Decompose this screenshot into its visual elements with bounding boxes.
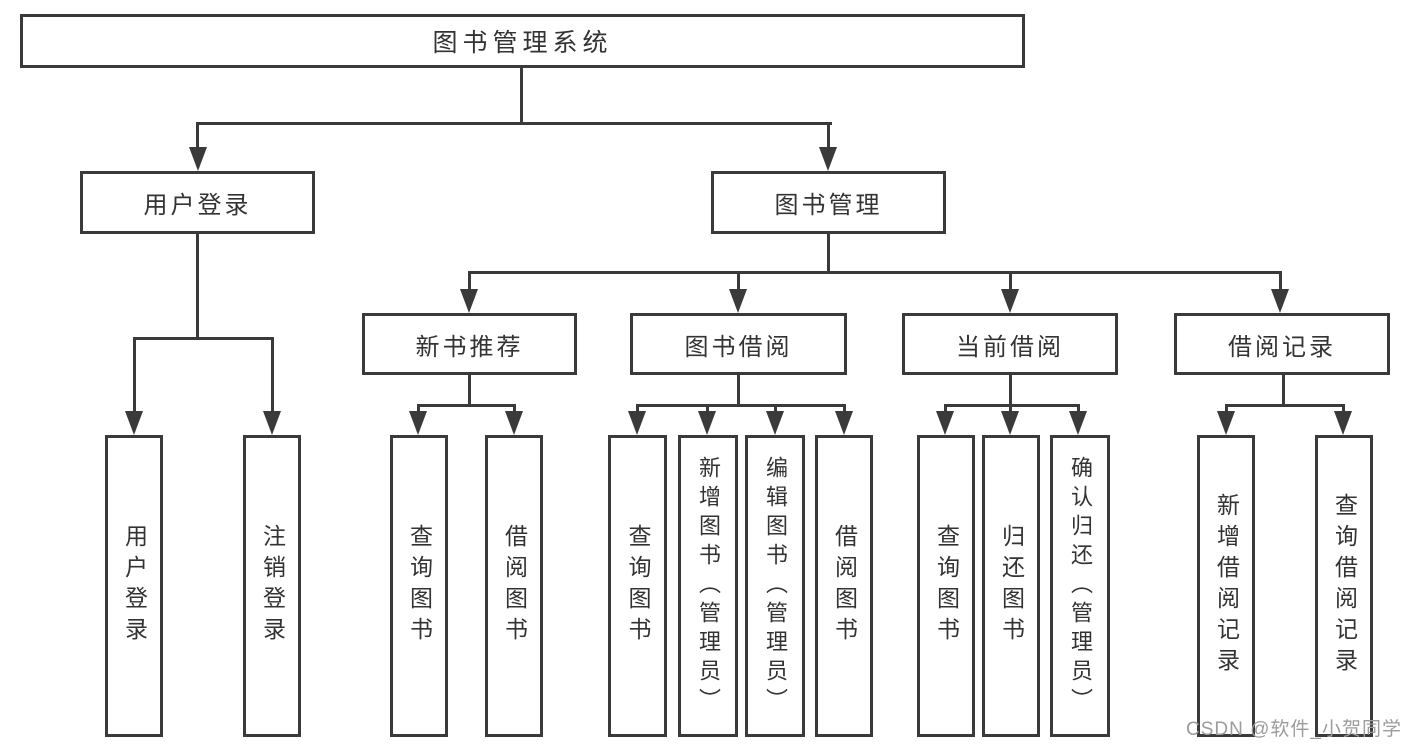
arrow-down-icon bbox=[1001, 411, 1019, 435]
leaf-edit-book-admin: 编辑图书（管理员） bbox=[745, 435, 805, 737]
connector-book-mgmt-stem bbox=[827, 234, 830, 271]
connector-drop bbox=[774, 404, 777, 414]
arrow-down-icon bbox=[819, 147, 837, 171]
node-new-book-recommend: 新书推荐 bbox=[362, 313, 577, 375]
connector-drop bbox=[706, 404, 709, 414]
arrow-down-icon bbox=[125, 411, 143, 435]
connector-drop-book-borrow bbox=[737, 271, 740, 291]
connector-user-login-rail bbox=[133, 337, 274, 340]
connector-borrow-records-stem bbox=[1282, 375, 1285, 404]
connector-book-borrow-stem bbox=[737, 375, 740, 404]
connector-drop bbox=[1077, 404, 1080, 414]
node-book-borrow: 图书借阅 bbox=[630, 313, 847, 375]
connector-drop-leaf-logout bbox=[271, 337, 274, 413]
arrow-down-icon bbox=[936, 411, 954, 435]
node-borrow-records: 借阅记录 bbox=[1174, 313, 1390, 375]
connector-drop-borrow-records bbox=[1279, 271, 1282, 291]
connector-drop bbox=[513, 404, 516, 414]
arrow-down-icon bbox=[1271, 289, 1289, 313]
connector-drop bbox=[1342, 404, 1345, 414]
leaf-label: 查询图书 bbox=[406, 524, 433, 648]
connector-drop bbox=[1225, 404, 1228, 414]
arrow-down-icon bbox=[460, 289, 478, 313]
connector-user-login-stem bbox=[196, 234, 199, 337]
arrow-down-icon bbox=[1334, 411, 1352, 435]
connector-drop-current-borrow bbox=[1009, 271, 1012, 291]
node-user-login: 用户登录 bbox=[80, 171, 315, 234]
connector-new-book-rec-stem bbox=[468, 375, 471, 404]
leaf-label: 查询借阅记录 bbox=[1331, 493, 1358, 679]
arrow-down-icon bbox=[505, 411, 523, 435]
leaf-borrow-book-recommend: 借阅图书 bbox=[485, 435, 543, 737]
connector-drop-user-login bbox=[196, 122, 199, 150]
arrow-down-icon bbox=[628, 411, 646, 435]
connector-drop bbox=[1009, 404, 1012, 414]
connector-root-stem bbox=[520, 68, 523, 122]
connector-drop bbox=[636, 404, 639, 414]
leaf-add-book-admin: 新增图书（管理员） bbox=[678, 435, 738, 737]
leaf-query-book-current: 查询图书 bbox=[917, 435, 975, 737]
leaf-label: 借阅图书 bbox=[831, 524, 858, 648]
connector-current-borrow-stem bbox=[1009, 375, 1012, 404]
arrow-down-icon bbox=[1217, 411, 1235, 435]
leaf-user-login: 用户登录 bbox=[105, 435, 163, 737]
leaf-label: 查询图书 bbox=[625, 524, 651, 648]
arrow-down-icon bbox=[766, 411, 784, 435]
arrow-down-icon bbox=[1069, 411, 1087, 435]
arrow-down-icon bbox=[698, 411, 716, 435]
arrow-down-icon bbox=[409, 411, 427, 435]
csdn-watermark: CSDN @软件_小贺同学 bbox=[1186, 719, 1402, 740]
leaf-query-book-borrow: 查询图书 bbox=[608, 435, 667, 737]
leaf-label: 确认归还（管理员） bbox=[1068, 455, 1093, 717]
node-current-borrow: 当前借阅 bbox=[902, 313, 1118, 375]
connector-root-rail bbox=[196, 122, 832, 125]
arrow-down-icon bbox=[1001, 289, 1019, 313]
leaf-label: 新增图书（管理员） bbox=[696, 455, 721, 717]
arrow-down-icon bbox=[729, 289, 747, 313]
leaf-borrow-book: 借阅图书 bbox=[815, 435, 873, 737]
leaf-label: 编辑图书（管理员） bbox=[763, 455, 788, 717]
connector-borrow-records-rail bbox=[1225, 404, 1345, 407]
connector-drop-new-book-rec bbox=[468, 271, 471, 291]
connector-current-borrow-rail bbox=[944, 404, 1080, 407]
connector-new-book-rec-rail bbox=[417, 404, 516, 407]
leaf-confirm-return-admin: 确认归还（管理员） bbox=[1050, 435, 1110, 737]
connector-drop bbox=[417, 404, 420, 414]
node-book-management: 图书管理 bbox=[711, 171, 946, 234]
arrow-down-icon bbox=[189, 147, 207, 171]
leaf-label: 借阅图书 bbox=[501, 524, 528, 648]
leaf-query-borrow-record: 查询借阅记录 bbox=[1315, 435, 1373, 737]
connector-book-borrow-rail bbox=[636, 404, 846, 407]
leaf-add-borrow-record: 新增借阅记录 bbox=[1197, 435, 1255, 737]
connector-drop bbox=[843, 404, 846, 414]
leaf-return-book: 归还图书 bbox=[982, 435, 1040, 737]
arrow-down-icon bbox=[263, 411, 281, 435]
connector-drop-book-mgmt bbox=[827, 122, 830, 150]
leaf-label: 注销登录 bbox=[259, 524, 286, 648]
leaf-query-book-recommend: 查询图书 bbox=[390, 435, 448, 737]
leaf-label: 查询图书 bbox=[933, 524, 960, 648]
leaf-label: 归还图书 bbox=[998, 524, 1025, 648]
connector-drop bbox=[944, 404, 947, 414]
leaf-logout: 注销登录 bbox=[243, 435, 301, 737]
leaf-label: 用户登录 bbox=[121, 524, 148, 648]
node-root-library-system: 图书管理系统 bbox=[20, 14, 1025, 68]
connector-drop-leaf-login bbox=[133, 337, 136, 413]
arrow-down-icon bbox=[835, 411, 853, 435]
leaf-label: 新增借阅记录 bbox=[1213, 493, 1240, 679]
connector-book-mgmt-rail bbox=[468, 271, 1282, 274]
